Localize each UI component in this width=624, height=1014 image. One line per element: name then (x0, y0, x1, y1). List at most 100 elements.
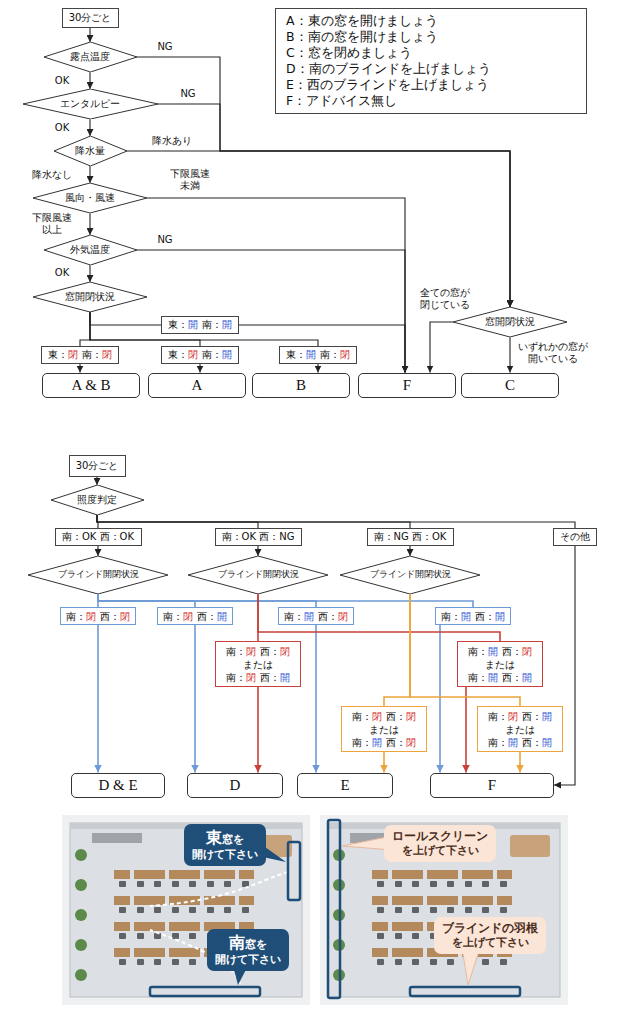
text-char: 閉 (246, 672, 256, 683)
node-text: F：アドバイス無し (286, 93, 397, 109)
text-char: ： (498, 711, 508, 722)
text-char: 開 (542, 737, 552, 748)
text-char: 南 (66, 611, 76, 622)
text-char (382, 737, 385, 748)
text-char: 南 (468, 646, 478, 657)
node-text: C (505, 376, 515, 395)
text-char: 南 (488, 737, 498, 748)
text-char (518, 737, 521, 748)
text-char: ： (212, 319, 222, 330)
node-text: 南：閉 西：閉 (352, 710, 415, 723)
node-text: 東窓を 開けて下さい (192, 828, 258, 862)
text-char: 開 (222, 319, 232, 330)
result-box: A (148, 373, 246, 398)
text-char: 南 (468, 672, 478, 683)
roll-screen (328, 820, 340, 998)
decision-diamond: ブラインド開閉状況 (28, 556, 168, 594)
text-char: ： (92, 349, 102, 360)
text-char: ： (173, 611, 183, 622)
text-char: 開 (542, 711, 552, 722)
process-box: その他 (553, 528, 597, 546)
text-char: ： (478, 672, 488, 683)
diamond-shape (44, 235, 137, 265)
text-char: ： (532, 711, 542, 722)
text-char: ： (212, 349, 222, 360)
edge-label: NG (156, 234, 173, 246)
text-char: 南 (226, 646, 236, 657)
text-char (78, 349, 81, 360)
decision-diamond: ブラインド開閉状況 (340, 556, 480, 594)
diamond-shape (33, 183, 147, 213)
node-text: または (243, 658, 273, 671)
connector (383, 752, 385, 773)
text-char: 開 (461, 611, 471, 622)
text-char: 閉 (338, 611, 348, 622)
result-box: D (187, 773, 283, 798)
node-text: 30分ごと (76, 460, 119, 473)
node-text: 南：閉 西：閉 (66, 610, 129, 623)
connector (89, 265, 90, 282)
node-text: 南：閉 西：開 (488, 710, 551, 723)
connector (430, 322, 453, 373)
text-char: ： (532, 737, 542, 748)
diamond-shape (44, 42, 137, 72)
node-text: 南：OK 西：NG (222, 531, 295, 544)
text-char: 西 (475, 611, 485, 622)
connector (257, 687, 259, 773)
result-box: E (297, 773, 393, 798)
edge-label: 下限風速 未満 (169, 168, 211, 192)
text-char: 西 (318, 611, 328, 622)
node-text: ブラインド開閉状況 (370, 569, 451, 580)
node-text: 南：閉 西：閉 (226, 645, 289, 658)
decision-diamond: 窓開閉状況 (453, 307, 567, 337)
text-char (518, 711, 521, 722)
callout-tail (462, 948, 480, 985)
text-char (256, 646, 259, 657)
text-char: 東 (168, 349, 178, 360)
node-text: 南：NG 西：OK (374, 531, 447, 544)
connector (509, 337, 510, 373)
text-char: ： (270, 672, 280, 683)
node-text: 南窓を 開けて下さい (215, 933, 281, 967)
text-char: ： (296, 349, 306, 360)
text-char: 開 (522, 672, 532, 683)
text-char: 西 (386, 711, 396, 722)
connector (409, 546, 410, 556)
edge-label: OK (54, 122, 70, 134)
condition-box: 南：閉 西：閉または南：開 西：閉 (341, 706, 427, 752)
text-char (382, 711, 385, 722)
text-char: 閉 (406, 737, 416, 748)
text-char: ： (485, 611, 495, 622)
connector (317, 364, 318, 373)
text-char: 開 (188, 319, 198, 330)
connector (97, 546, 98, 556)
connector (137, 250, 406, 373)
text-char: 閉 (406, 711, 416, 722)
decision-diamond: 降水量 (54, 136, 127, 166)
airflow-path (150, 872, 288, 984)
node-text: C：窓を閉めましょう (286, 45, 412, 61)
text-char: 閉 (183, 611, 193, 622)
node-text: 東：閉 南：開 (168, 349, 231, 362)
connector (89, 213, 90, 235)
text-char: 西 (260, 646, 270, 657)
edge-label: OK (54, 75, 70, 87)
connector (519, 752, 521, 773)
text-char: 南 (226, 672, 236, 683)
text-char: 開 (508, 737, 518, 748)
process-box: 南：OK 西：NG (215, 528, 302, 546)
connector (239, 325, 405, 373)
callout-bubble: ロールスクリーン を上げて下さい (384, 825, 496, 862)
text-char: ： (396, 711, 406, 722)
text-char: 西 (522, 711, 532, 722)
text-char: ： (498, 737, 508, 748)
text-char: 閉 (340, 349, 350, 360)
text-char: 東 (168, 319, 178, 330)
node-text: D & E (98, 776, 137, 795)
node-text: その他 (560, 531, 590, 544)
node-text: 窓開閉状況 (65, 291, 115, 304)
result-box: F (358, 373, 456, 398)
process-box: 30分ごと (69, 455, 126, 477)
node-text: ブラインド開閉状況 (218, 569, 299, 580)
